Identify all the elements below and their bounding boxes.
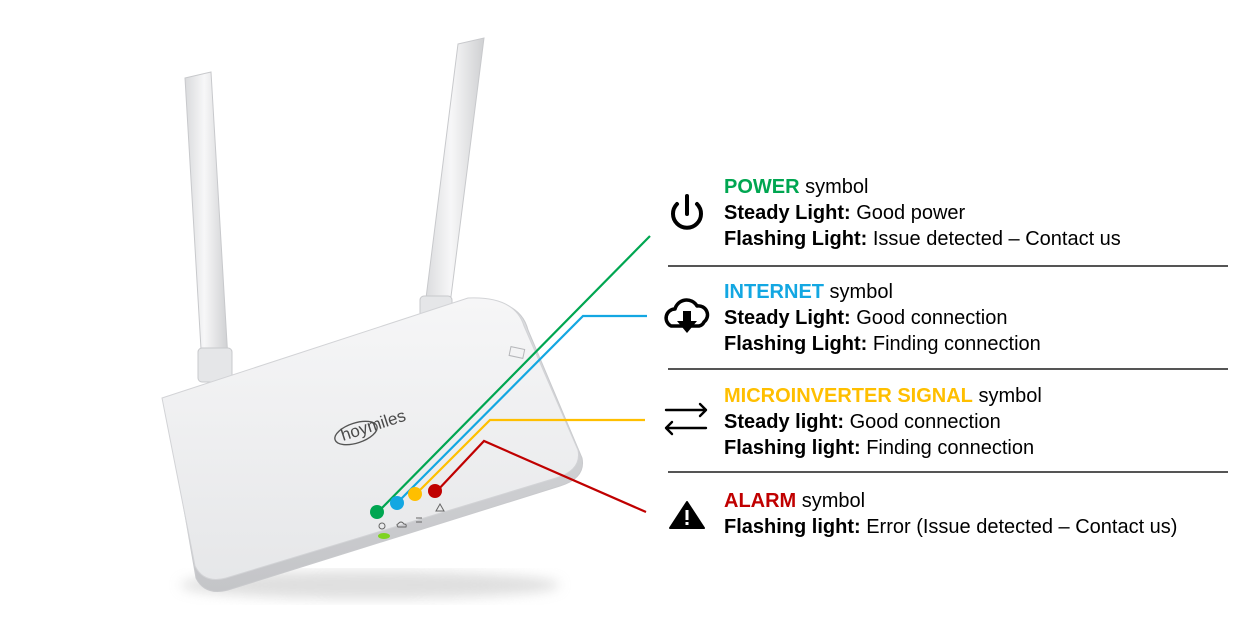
router-body [161,297,584,599]
internet-steady-label: Steady Light: [724,307,851,329]
status-led-glow [378,533,390,539]
divider [668,368,1228,370]
signal-keyword: MICROINVERTER SIGNAL [724,385,973,407]
alarm-flashing-text: Error (Issue detected – Contact us) [860,516,1178,538]
internet-keyword: INTERNET [724,281,824,303]
panel-icons [378,502,445,530]
internet-flashing-line: Flashing Light: Finding connection [724,331,1041,357]
internet-led [390,496,404,510]
power-entry: POWER symbol Steady Light: Good power Fl… [724,174,1121,252]
alarm-flashing-label: Flashing light: [724,516,861,538]
signal-flashing-label: Flashing light: [724,437,861,459]
internet-title-suffix: symbol [824,281,893,303]
power-flashing-line: Flashing Light: Issue detected – Contact… [724,226,1121,252]
internet-steady-text: Good connection [850,307,1008,329]
power-steady-line: Steady Light: Good power [724,200,1121,226]
arrows-exchange-icon [664,402,708,436]
power-title: POWER symbol [724,174,1121,200]
alarm-title-suffix: symbol [796,490,866,512]
warning-triangle-icon [669,501,705,529]
internet-steady-line: Steady Light: Good connection [724,305,1041,331]
power-steady-label: Steady Light: [724,202,851,224]
internet-title: INTERNET symbol [724,279,1041,305]
signal-steady-line: Steady light: Good connection [724,409,1042,435]
signal-flashing-text: Finding connection [860,437,1035,459]
power-steady-text: Good power [850,202,966,224]
internet-flashing-label: Flashing Light: [724,333,868,355]
left-antenna [184,71,233,383]
signal-title-suffix: symbol [972,385,1042,407]
signal-flashing-line: Flashing light: Finding connection [724,435,1042,461]
signal-entry: MICROINVERTER SIGNAL symbol Steady light… [724,383,1042,461]
signal-callout-line [415,418,645,495]
internet-entry: INTERNET symbol Steady Light: Good conne… [724,279,1041,357]
alarm-callout-line [435,439,647,514]
internet-callout-line [397,314,647,503]
divider [668,265,1228,267]
power-flashing-label: Flashing Light: [724,228,868,250]
led-indicators [370,484,442,539]
power-led [370,505,384,519]
signal-steady-label: Steady light: [724,411,845,433]
alarm-entry: ALARM symbol Flashing light: Error (Issu… [724,488,1177,540]
cloud-download-icon [664,298,710,333]
power-title-suffix: symbol [799,176,869,198]
callout-lines [377,235,651,514]
signal-title: MICROINVERTER SIGNAL symbol [724,383,1042,409]
internet-flashing-text: Finding connection [867,333,1041,355]
signal-led [408,487,422,501]
power-flashing-text: Issue detected – Contact us [867,228,1121,250]
alarm-title: ALARM symbol [724,488,1177,514]
power-callout-line [377,235,651,513]
signal-steady-text: Good connection [844,411,1001,433]
divider [668,471,1228,473]
power-keyword: POWER [724,176,800,198]
alarm-keyword: ALARM [724,490,797,512]
alarm-led [428,484,442,498]
power-icon [671,194,703,230]
alarm-flashing-line: Flashing light: Error (Issue detected – … [724,514,1177,540]
